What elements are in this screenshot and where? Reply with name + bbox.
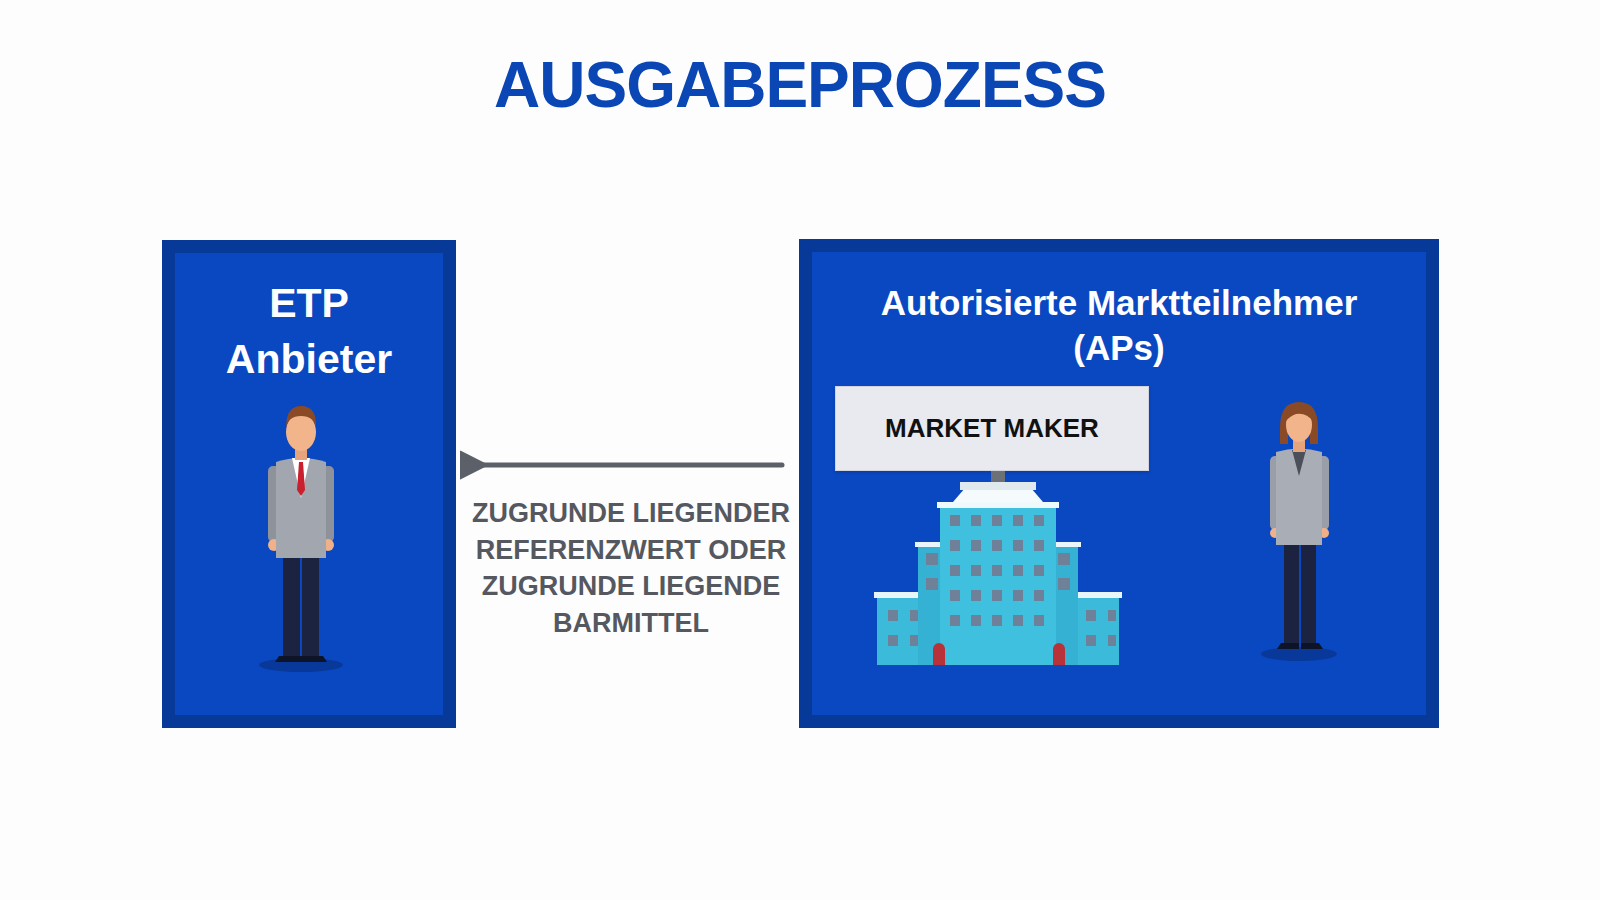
edge-label: ZUGRUNDE LIEGENDER REFERENZWERT ODER ZUG… <box>461 495 801 641</box>
provider-box: ETP Anbieter <box>162 240 456 728</box>
node-text: Autorisierte Marktteilnehmer (APs) <box>834 280 1404 370</box>
participants-box: Autorisierte Marktteilnehmer (APs) MARKET… <box>799 239 1439 728</box>
node-text: MARKET MAKER <box>885 413 1099 444</box>
market-maker-sign: MARKET MAKER <box>835 386 1149 471</box>
node-text: ETP Anbieter <box>224 275 394 387</box>
diagram-title: AUSGABEPROZESS <box>0 48 1600 122</box>
flow-arrow <box>480 463 782 468</box>
